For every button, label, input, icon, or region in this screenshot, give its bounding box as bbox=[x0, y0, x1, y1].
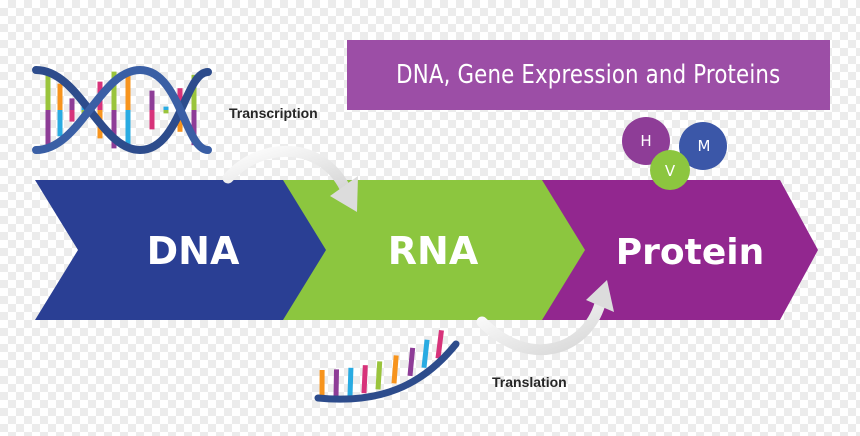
translation-label: Translation bbox=[492, 374, 567, 390]
rna-strand-icon bbox=[314, 329, 460, 403]
rna-rung bbox=[421, 339, 430, 369]
bubble-v-letter: V bbox=[665, 162, 676, 180]
rna-rung bbox=[333, 369, 340, 398]
rna-rung bbox=[361, 365, 368, 394]
stage-label-dna: DNA bbox=[147, 229, 240, 273]
diagram-title: DNA, Gene Expression and Proteins bbox=[396, 60, 781, 90]
stage-label-protein: Protein bbox=[616, 232, 764, 273]
title-banner: DNA, Gene Expression and Proteins bbox=[347, 40, 830, 110]
rna-rung bbox=[407, 347, 416, 377]
bubble-m-letter: M bbox=[698, 137, 711, 155]
molecule-bubbles: H M V bbox=[622, 117, 727, 190]
translation-curve-arrow bbox=[476, 280, 614, 356]
rna-rung bbox=[347, 367, 354, 396]
bubble-m bbox=[679, 122, 727, 170]
transcription-curve-arrow bbox=[222, 145, 358, 212]
bubble-h bbox=[622, 117, 670, 165]
rna-rung bbox=[435, 329, 444, 359]
rna-rung bbox=[375, 361, 383, 390]
chevron-dna bbox=[35, 180, 326, 320]
stage-label-rna: RNA bbox=[388, 229, 479, 273]
transcription-label: Transcription bbox=[229, 105, 318, 121]
rna-rung bbox=[391, 355, 399, 384]
chevron-rna bbox=[280, 180, 585, 320]
bubble-v bbox=[650, 150, 690, 190]
bubble-h-letter: H bbox=[640, 132, 651, 150]
dna-helix-icon bbox=[32, 65, 212, 155]
